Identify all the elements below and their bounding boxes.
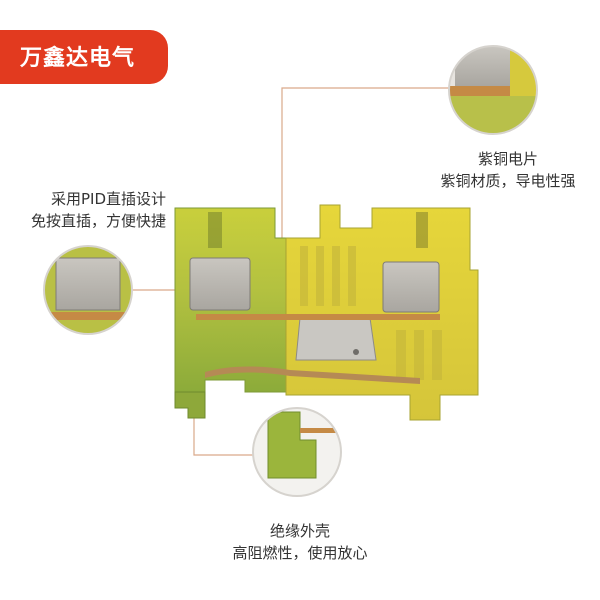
- terminal-block: [174, 204, 479, 421]
- callout-copper: 紫铜电片 紫铜材质，导电性强: [420, 148, 596, 192]
- callout-copper-desc: 紫铜材质，导电性强: [440, 172, 576, 190]
- callout-pid-desc: 免按直插，方便快捷: [30, 212, 166, 230]
- zoom-circle-copper: [448, 45, 538, 135]
- zoom-circle-pid: [43, 245, 133, 335]
- callout-pid-title: 采用PID直插设计: [50, 190, 166, 208]
- callout-pid: 采用PID直插设计 免按直插，方便快捷: [6, 188, 166, 232]
- brand-badge: 万鑫达电气: [0, 0, 188, 100]
- callout-copper-title: 紫铜电片: [477, 150, 538, 168]
- zoom-circle-shell: [252, 407, 342, 497]
- callout-shell-desc: 高阻燃性，使用放心: [232, 544, 368, 562]
- callout-shell-title: 绝缘外壳: [269, 522, 330, 540]
- brand-name: 万鑫达电气: [20, 46, 136, 71]
- callout-shell: 绝缘外壳 高阻燃性，使用放心: [200, 520, 400, 564]
